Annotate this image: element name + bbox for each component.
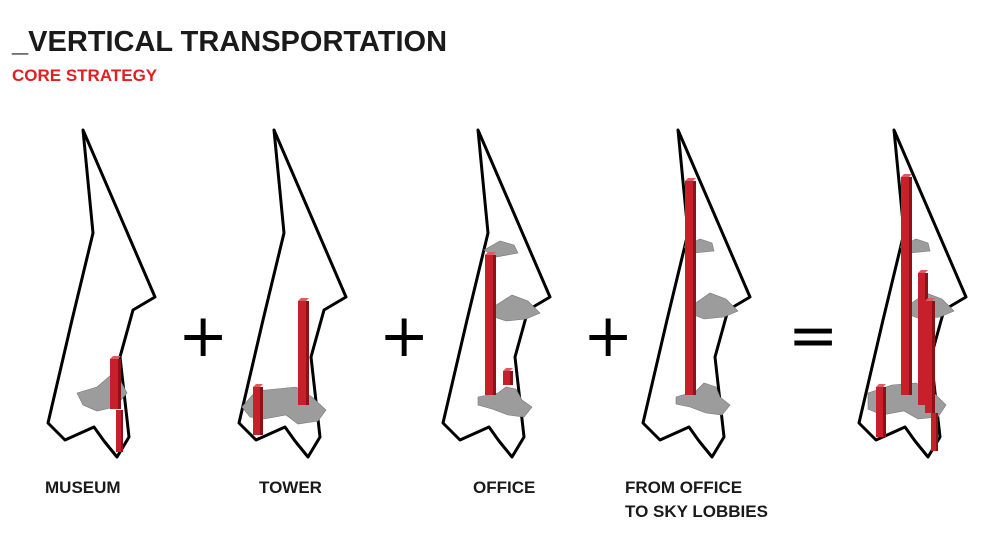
core-shaft-icon — [110, 356, 123, 452]
diagram-label-tower: TOWER — [259, 476, 322, 500]
core-shaft-icon — [485, 252, 513, 395]
diagram-label-museum: MUSEUM — [45, 476, 121, 500]
diagram-label-sky-lobbies: FROM OFFICE TO SKY LOBBIES — [625, 476, 768, 524]
building-office-diagram — [441, 128, 552, 459]
core-shaft-icon — [876, 174, 938, 451]
building-sky-lobbies-diagram — [641, 128, 752, 459]
building-outline-icon — [46, 128, 157, 459]
building-outline-icon — [237, 128, 348, 459]
building-tower-diagram — [237, 128, 348, 459]
page-subtitle: CORE STRATEGY — [12, 66, 158, 85]
plus-operator: + — [583, 301, 634, 371]
core-shaft-icon — [253, 298, 309, 435]
plus-operator: + — [379, 301, 430, 371]
diagram-label-text: OFFICE — [473, 478, 536, 497]
diagram-label-text: TOWER — [259, 478, 322, 497]
diagram-label-office: OFFICE — [473, 476, 535, 500]
diagram-label-line: TO SKY LOBBIES — [625, 502, 768, 521]
diagram-label-line: FROM OFFICE — [625, 478, 743, 497]
building-museum-diagram — [46, 128, 157, 459]
core-shaft-icon — [685, 178, 696, 395]
page-title: _VERTICAL TRANSPORTATION — [12, 26, 448, 58]
building-combined-diagram — [857, 128, 968, 459]
plus-operator: + — [178, 301, 229, 371]
diagram-label-text: MUSEUM — [45, 478, 121, 497]
equals-operator: = — [788, 301, 839, 371]
